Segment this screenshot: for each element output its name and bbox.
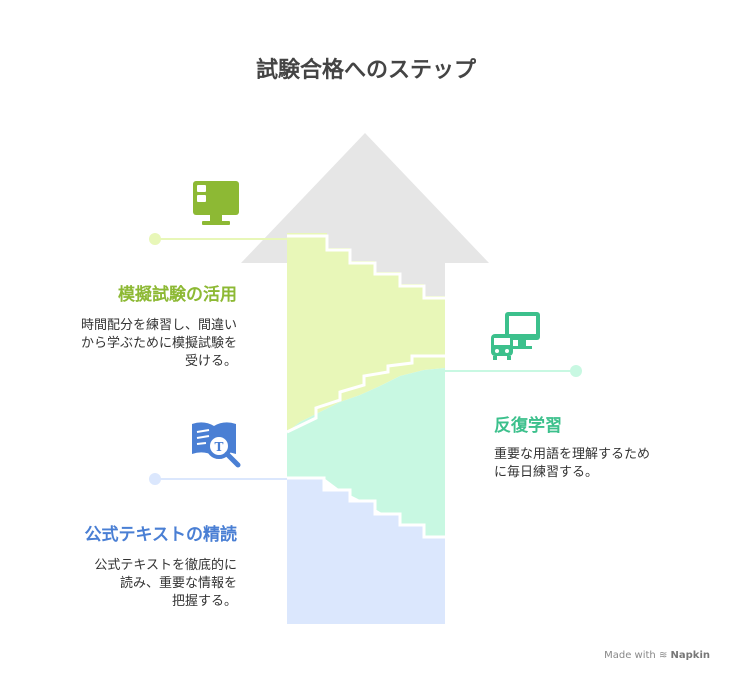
desc-line: 公式テキストを徹底的に [94, 558, 237, 573]
stair-band-repetition [287, 368, 445, 624]
step-title-mock-exam: 模擬試験の活用 [118, 285, 237, 305]
monitor-icon [193, 181, 239, 225]
step-desc-repetition: 重要な用語を理解するため に毎日練習する。 [494, 446, 650, 482]
desc-line: から学ぶために模擬試験を [80, 336, 237, 351]
stair-band-textbook [287, 478, 445, 624]
step-desc-mock-exam: 時間配分を練習し、間違い から学ぶために模擬試験を 受ける。 [81, 317, 237, 371]
stair-edge-mid [286, 354, 445, 434]
connector-dot-mock-exam [149, 233, 161, 245]
step-title-textbook: 公式テキストの精読 [84, 525, 238, 545]
page-title: 試験合格へのステップ [255, 58, 476, 83]
desc-line: 把握する。 [171, 594, 237, 609]
stair-edge-bottom [287, 476, 445, 539]
made-with-label: Made with [604, 650, 656, 661]
step-title-repetition: 反復学習 [494, 416, 562, 436]
desc-line: 読み、重要な情報を [119, 576, 237, 591]
desc-line: 受ける。 [184, 354, 237, 369]
svg-text:T: T [215, 440, 224, 454]
desc-line: 時間配分を練習し、間違い [80, 318, 237, 333]
desc-line: 重要な用語を理解するため [494, 447, 651, 462]
stair-band-mock-exam [287, 233, 445, 432]
book-search-icon: T [192, 422, 241, 468]
napkin-logo-icon: ≋ [658, 650, 668, 661]
stair-edge-top [287, 234, 445, 300]
step-desc-textbook: 公式テキストを徹底的に 読み、重要な情報を 把握する。 [94, 557, 237, 611]
computer-and-bus-icon [491, 312, 540, 360]
napkin-attribution[interactable]: Made with ≋ Napkin [604, 650, 710, 661]
napkin-brand: Napkin [670, 650, 710, 661]
connector-dot-textbook [149, 473, 161, 485]
desc-line: に毎日練習する。 [494, 465, 599, 480]
connector-dot-repetition [570, 365, 582, 377]
